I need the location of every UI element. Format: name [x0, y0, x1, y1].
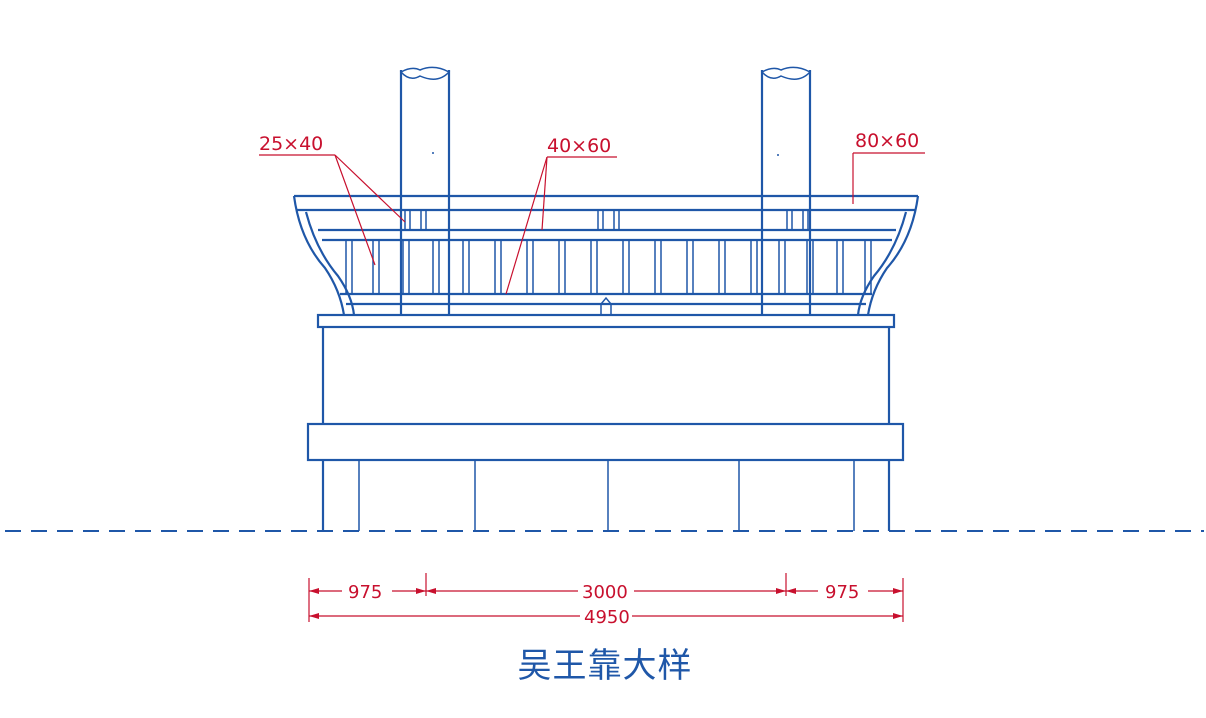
seat-body [321, 327, 891, 424]
drawing-title: 吴王靠大样 [517, 646, 693, 686]
callout-label-40x60: 40×60 [547, 135, 611, 157]
seat-plank [316, 313, 896, 329]
callout-25x40: 25×40 [259, 133, 406, 266]
dimension-label-left: 975 [348, 582, 382, 603]
callout-label-25x40: 25×40 [259, 133, 323, 155]
dimension-row-1: 975 3000 975 [308, 573, 904, 622]
column-left [399, 66, 451, 315]
inner-rails [318, 228, 896, 306]
callout-40x60: 40×60 [505, 135, 617, 295]
callout-80x60: 80×60 [852, 130, 925, 204]
callout-label-80x60: 80×60 [855, 130, 919, 152]
dimension-row-total: 4950 [309, 607, 903, 628]
dimension-label-right: 975 [825, 582, 859, 603]
dimension-label-middle: 3000 [582, 582, 628, 603]
base-beam [306, 422, 905, 462]
column-right [760, 66, 812, 315]
dimension-label-total: 4950 [584, 607, 630, 628]
center-finial [600, 296, 612, 315]
base-legs [321, 460, 891, 531]
upper-balusters [404, 210, 809, 230]
top-rail [294, 194, 918, 212]
balusters [345, 240, 872, 294]
